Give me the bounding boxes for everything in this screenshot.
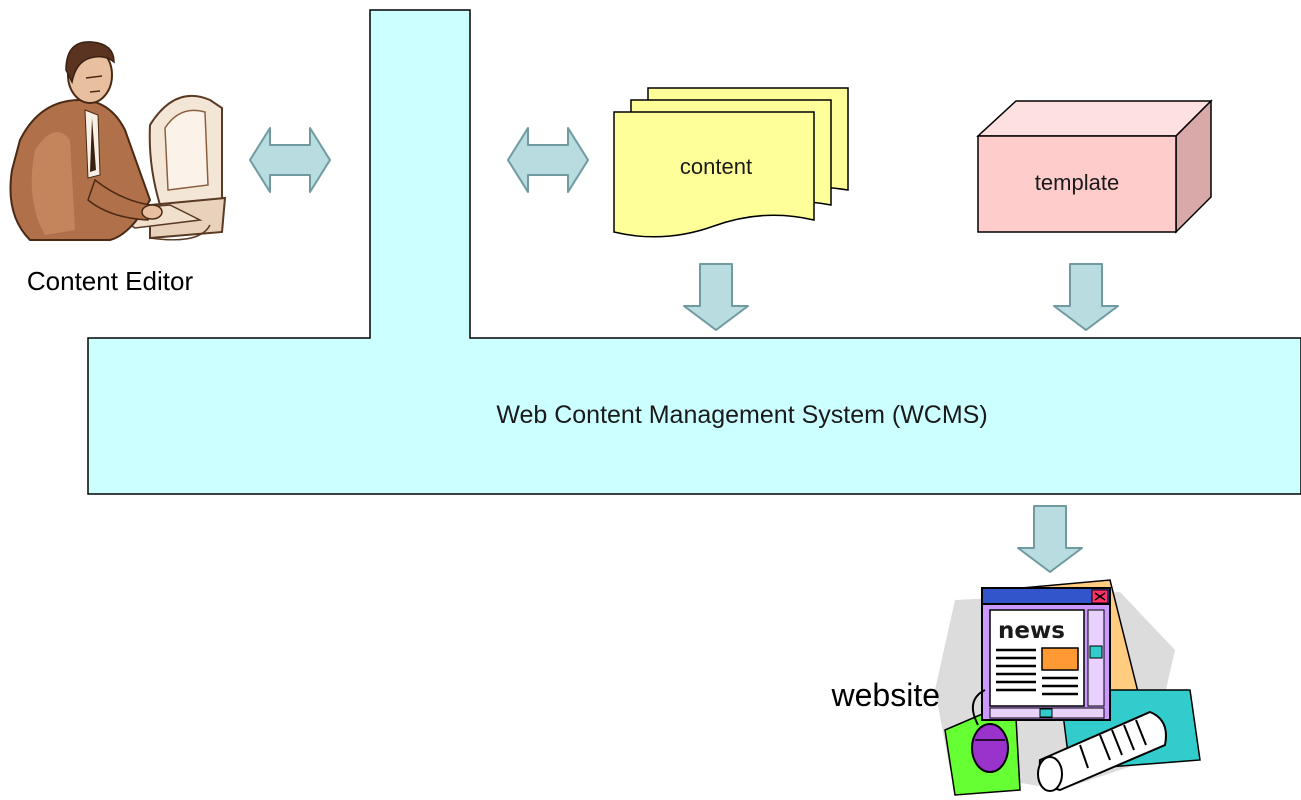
wcms-label: Web Content Management System (WCMS) [496, 401, 987, 429]
wcms-system-block [87, 9, 1301, 495]
template-to-wcms-arrow [1053, 263, 1119, 331]
editor-wcms-double-arrow [249, 127, 331, 193]
news-label: news [998, 618, 1065, 644]
content-to-wcms-arrow [683, 263, 749, 331]
content-label: content [680, 154, 752, 179]
template-box [976, 99, 1213, 234]
website-label: website [831, 677, 941, 713]
content-document-stack [613, 87, 849, 238]
wcms-content-double-arrow [507, 127, 589, 193]
template-label: template [1035, 170, 1119, 195]
website-icon: news [935, 579, 1201, 796]
content-editor-label: Content Editor [27, 266, 194, 296]
wcms-to-website-arrow [1017, 505, 1083, 573]
content-editor-icon [9, 41, 227, 241]
